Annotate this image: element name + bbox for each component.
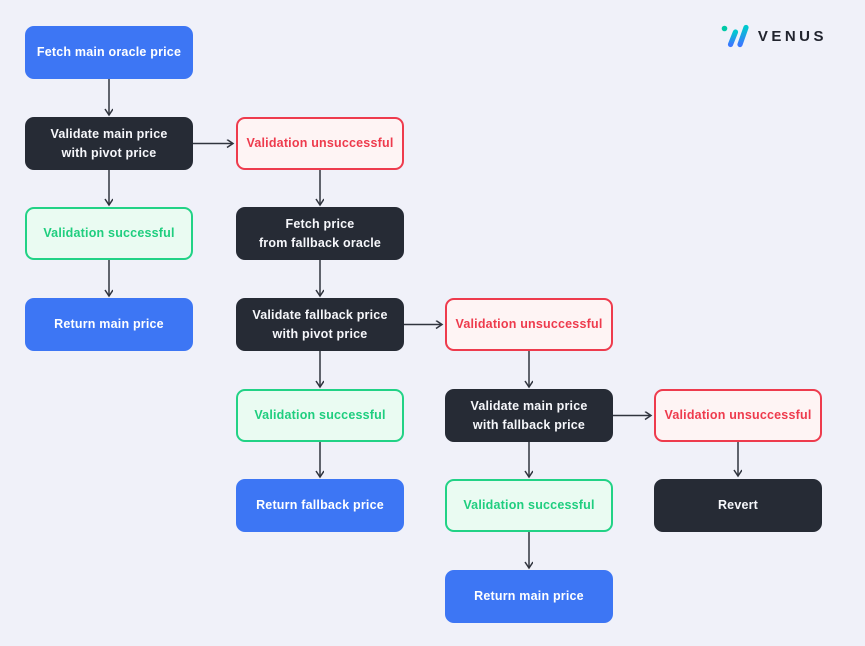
node-validation-unsuccessful-2: Validation unsuccessful — [445, 298, 613, 351]
node-return-main-price-2: Return main price — [445, 570, 613, 623]
node-return-fallback-price: Return fallback price — [236, 479, 404, 532]
venus-logo: VENUS — [719, 21, 827, 51]
node-validation-successful-1: Validation successful — [25, 207, 193, 260]
node-fetch-fallback-oracle: Fetch price from fallback oracle — [236, 207, 404, 260]
node-validate-main-fallback: Validate main price with fallback price — [445, 389, 613, 442]
node-validate-main-pivot: Validate main price with pivot price — [25, 117, 193, 170]
node-return-main-price-1: Return main price — [25, 298, 193, 351]
node-validate-fallback-pivot: Validate fallback price with pivot price — [236, 298, 404, 351]
venus-logo-text: VENUS — [757, 27, 827, 45]
node-validation-unsuccessful-3: Validation unsuccessful — [654, 389, 822, 442]
node-validation-unsuccessful-1: Validation unsuccessful — [236, 117, 404, 170]
node-validation-successful-2: Validation successful — [236, 389, 404, 442]
node-validation-successful-3: Validation successful — [445, 479, 613, 532]
venus-logo-icon — [721, 24, 749, 48]
node-fetch-main-oracle-price: Fetch main oracle price — [25, 26, 193, 79]
node-revert: Revert — [654, 479, 822, 532]
